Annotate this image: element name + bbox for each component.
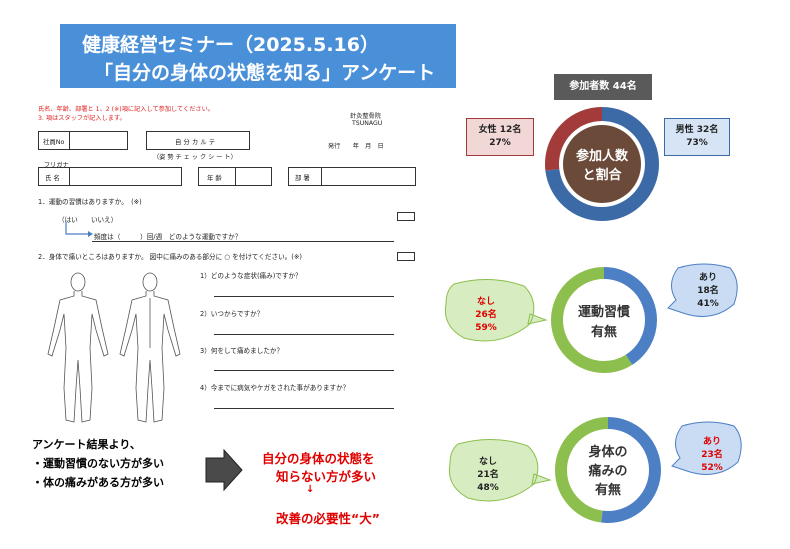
improvement-need: 改善の必要性“大”	[276, 511, 380, 526]
clinic-name: 針灸整骨院	[350, 113, 381, 120]
dept-label: 部 署	[295, 174, 310, 182]
sub-answer-line-2[interactable]	[214, 334, 394, 335]
pain-no-bubble-icon	[448, 438, 552, 502]
total-participants-box: 参加者数 44名	[554, 74, 652, 100]
age-field[interactable]: 年 齢	[198, 167, 272, 186]
pain-donut: 身体の 痛みの 有無	[555, 417, 661, 523]
sub-question-3: 3）何をして痛めましたか？	[200, 347, 284, 355]
exercise-no-bubble-icon	[444, 278, 548, 342]
issue-date-label: 発行 年 月 日	[328, 143, 384, 150]
pain-center-line-3: 有無	[595, 482, 621, 498]
instruction-line-1: 氏名、年齢、部署と 1、2 (※)項に記入して参加してください。	[38, 106, 214, 113]
dept-field[interactable]: 部 署	[288, 167, 416, 186]
q1-checkbox[interactable]	[397, 212, 415, 221]
title-banner: 健康経営セミナー（2025.5.16） 「自分の身体の状態を知る」アンケート	[60, 24, 456, 88]
pain-center-line-1: 身体の	[588, 444, 627, 460]
sub-answer-line-1[interactable]	[214, 296, 394, 297]
q2-checkbox[interactable]	[397, 252, 415, 261]
exercise-yes-label: あり	[698, 273, 717, 283]
title-line-2: 「自分の身体の状態を知る」アンケート	[94, 62, 436, 84]
participants-center-line-1: 参加人数	[576, 148, 629, 164]
exercise-yes-segment	[551, 267, 657, 373]
pain-yes-count: 23名	[701, 450, 723, 460]
male-count: 男性 32名	[675, 125, 719, 135]
employee-no-field[interactable]: 社員No	[38, 131, 128, 150]
name-field[interactable]: 氏 名	[38, 167, 182, 186]
pain-yes-bubble-icon	[671, 421, 742, 475]
pain-no-count: 21名	[477, 470, 499, 480]
karte-title: 自 分 カ ル テ	[175, 138, 216, 146]
instruction-line-2: 3. 項はスタッフが記入します。	[38, 115, 126, 122]
exercise-center-line-2: 有無	[591, 324, 617, 340]
female-box: 女性 12名 27%	[466, 118, 534, 156]
exercise-yes-percent: 41%	[697, 299, 719, 309]
pain-center-line-2: 痛みの	[587, 463, 627, 479]
furigana-label: フリガナ	[44, 162, 69, 169]
employee-no-label: 社員No	[43, 138, 65, 146]
name-label: 氏 名	[45, 174, 60, 182]
sub-question-4: 4）今までに病気やケガをされた事がありますか？	[200, 384, 350, 392]
finding-arrow: ↓	[306, 484, 315, 495]
sub-answer-line-3[interactable]	[214, 370, 394, 371]
finding-line-2: 知らない方が多い	[276, 469, 377, 484]
karte-title-box: 自 分 カ ル テ	[146, 131, 250, 150]
conclusion-heading: アンケート結果より、	[32, 438, 141, 451]
follow-up-arrow-icon	[65, 222, 93, 237]
exercise-center-line-1: 運動習慣	[578, 304, 630, 320]
exercise-donut: 運動習慣 有無	[551, 267, 657, 373]
pain-no-label: なし	[478, 457, 497, 467]
exercise-yes-count: 18名	[697, 286, 719, 296]
title-line-1: 健康経営セミナー（2025.5.16）	[82, 34, 379, 56]
exercise-yes-bubble-icon	[667, 263, 738, 317]
participants-donut: 参加人数 と割合	[545, 107, 659, 221]
participants-center-line-2: と割合	[582, 167, 622, 183]
question-1: 1．運動の習慣はありますか。 (※)	[38, 198, 142, 206]
clinic-sub: TSUNAGU	[352, 120, 383, 127]
karte-subtitle: （姿 勢 チ ェ ッ ク シ ー ト）	[153, 154, 237, 161]
body-diagram-icon[interactable]	[40, 268, 190, 428]
exercise-no-label: なし	[476, 297, 495, 307]
pain-yes-segment	[555, 417, 661, 523]
sub-answer-line-4[interactable]	[214, 408, 394, 409]
conclusion-bullet-1: ・運動習慣のない方が多い	[32, 457, 164, 470]
q1-options: （はい いいえ）	[58, 216, 118, 224]
conclusion-bullet-2: ・体の痛みがある方が多い	[32, 476, 164, 489]
pain-no-percent: 48%	[477, 483, 499, 493]
question-2: 2．身体で痛いところはありますか。 図中に痛みのある部分に ○ を付けてください…	[38, 253, 302, 261]
q1-followup: 頻度は（ ）回/週 どのような運動ですか？	[94, 233, 242, 241]
female-percent: 27%	[489, 138, 511, 148]
sub-question-1: 1）どのような症状(痛み)ですか？	[200, 272, 302, 280]
sub-question-2: 2）いつからですか？	[200, 310, 264, 318]
exercise-no-count: 26名	[475, 310, 497, 320]
right-arrow-icon	[205, 448, 243, 492]
age-label: 年 齢	[207, 174, 222, 182]
male-box: 男性 32名 73%	[664, 118, 730, 156]
female-segment	[545, 107, 659, 221]
male-percent: 73%	[686, 138, 708, 148]
pain-yes-percent: 52%	[701, 463, 723, 473]
exercise-no-percent: 59%	[475, 323, 497, 333]
pain-yes-label: あり	[702, 437, 721, 447]
female-count: 女性 12名	[478, 125, 522, 135]
q1-answer-line[interactable]	[92, 241, 394, 242]
finding-line-1: 自分の身体の状態を	[262, 451, 375, 466]
